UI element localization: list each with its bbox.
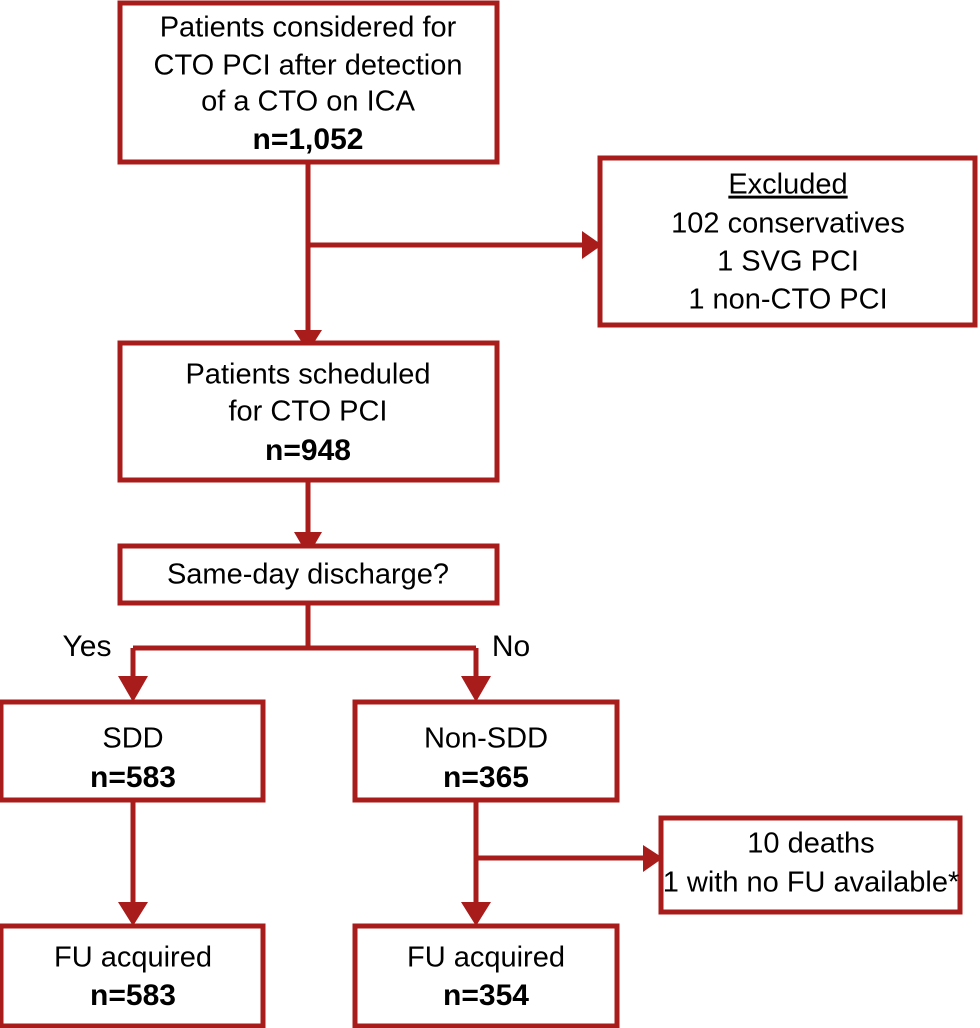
node-excluded-heading: Excluded [728,169,847,201]
node-patients-considered-line2: CTO PCI after detection [154,50,463,82]
node-patients-considered-box [117,0,500,165]
node-patients-considered-line1: Patients considered for [160,12,457,44]
node-decision-box [117,543,500,606]
branch-label-no: No [492,630,530,663]
node-excluded-line1: 102 conservatives [671,208,905,240]
node-patients-scheduled-box [117,340,500,483]
node-non-sdd-count: n=365 [443,761,529,794]
arrowhead-fu-sdd [118,902,148,926]
node-sdd: SDD n=583 [0,699,266,803]
arrowhead-nonsdd [461,676,491,702]
node-non-sdd-label: Non-SDD [424,723,548,755]
node-fu-acquired-sdd-box [0,923,266,1028]
arrowhead-sdd [118,676,148,702]
node-sdd-count: n=583 [90,761,176,794]
node-losses-line1: 10 deaths [747,828,874,860]
arrowhead-fu-nonsdd [461,902,491,926]
branch-label-yes: Yes [63,630,112,663]
node-excluded-line2: 1 SVG PCI [717,246,859,278]
node-patients-scheduled-count: n=948 [265,434,351,467]
node-losses: 10 deaths 1 with no FU available* [658,815,963,915]
node-sdd-box [0,699,266,803]
node-decision-same-day-discharge: Same-day discharge? [117,543,500,606]
node-patients-considered-line3: of a CTO on ICA [201,86,415,118]
node-fu-acquired-non-sdd-label: FU acquired [407,942,565,974]
node-patients-considered: Patients considered for CTO PCI after de… [117,0,500,165]
node-decision-label: Same-day discharge? [167,559,449,591]
node-patients-scheduled-line1: Patients scheduled [185,359,430,391]
node-fu-acquired-non-sdd-box [352,923,620,1028]
node-excluded-line3: 1 non-CTO PCI [688,284,887,316]
node-patients-scheduled-line2: for CTO PCI [229,396,388,428]
node-fu-acquired-non-sdd-count: n=354 [443,979,529,1012]
node-fu-acquired-sdd: FU acquired n=583 [0,923,266,1028]
node-patients-considered-count: n=1,052 [253,123,364,156]
arrowhead-losses [643,845,663,872]
node-patients-scheduled: Patients scheduled for CTO PCI n=948 [117,340,500,483]
node-fu-acquired-sdd-count: n=583 [90,979,176,1012]
node-non-sdd-box [352,699,620,803]
node-losses-line2: 1 with no FU available* [663,867,960,899]
node-excluded-box [597,155,978,328]
arrowhead-excluded [582,231,602,259]
node-non-sdd: Non-SDD n=365 [352,699,620,803]
node-fu-acquired-non-sdd: FU acquired n=354 [352,923,620,1028]
node-sdd-label: SDD [102,723,163,755]
node-fu-acquired-sdd-label: FU acquired [54,942,212,974]
node-losses-box [658,815,963,915]
node-excluded: Excluded 102 conservatives 1 SVG PCI 1 n… [597,155,978,328]
